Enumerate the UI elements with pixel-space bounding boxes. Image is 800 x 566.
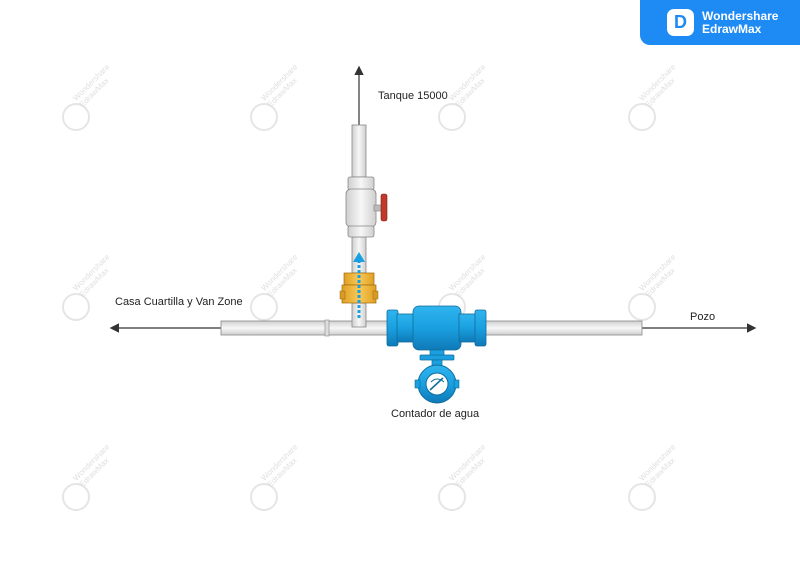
watermark-logo-icon [250,103,278,131]
gate-valve [345,176,388,238]
watermark-logo-icon [628,483,656,511]
watermark-logo-icon [628,103,656,131]
brand-badge: D Wondershare EdrawMax [640,0,800,45]
watermark-logo-icon [628,293,656,321]
watermark-logo-icon [62,293,90,321]
check-valve [339,272,379,304]
watermark-logo-icon [250,293,278,321]
riser-pipe-top [351,124,367,178]
label-meter: Contador de agua [391,408,480,420]
valve-handle [380,193,388,222]
brand-name-line1: Wondershare [702,9,779,23]
watermark-logo-icon [62,103,90,131]
watermark-logo-icon [438,103,466,131]
watermark-logo-icon [438,483,466,511]
label-house: Casa Cuartilla y Van Zone [115,296,243,308]
main-pipe-joint [324,319,330,337]
main-pipe-right [479,320,643,336]
water-meter [386,305,487,404]
watermark-logo-icon [62,483,90,511]
label-tank: Tanque 15000 [378,90,448,102]
watermark-logo-icon [250,483,278,511]
flow-direction-up-icon [353,252,365,318]
label-well: Pozo [690,311,716,323]
brand-name-line2: EdrawMax [702,22,762,36]
edrawmax-logo-icon: D [667,9,694,36]
